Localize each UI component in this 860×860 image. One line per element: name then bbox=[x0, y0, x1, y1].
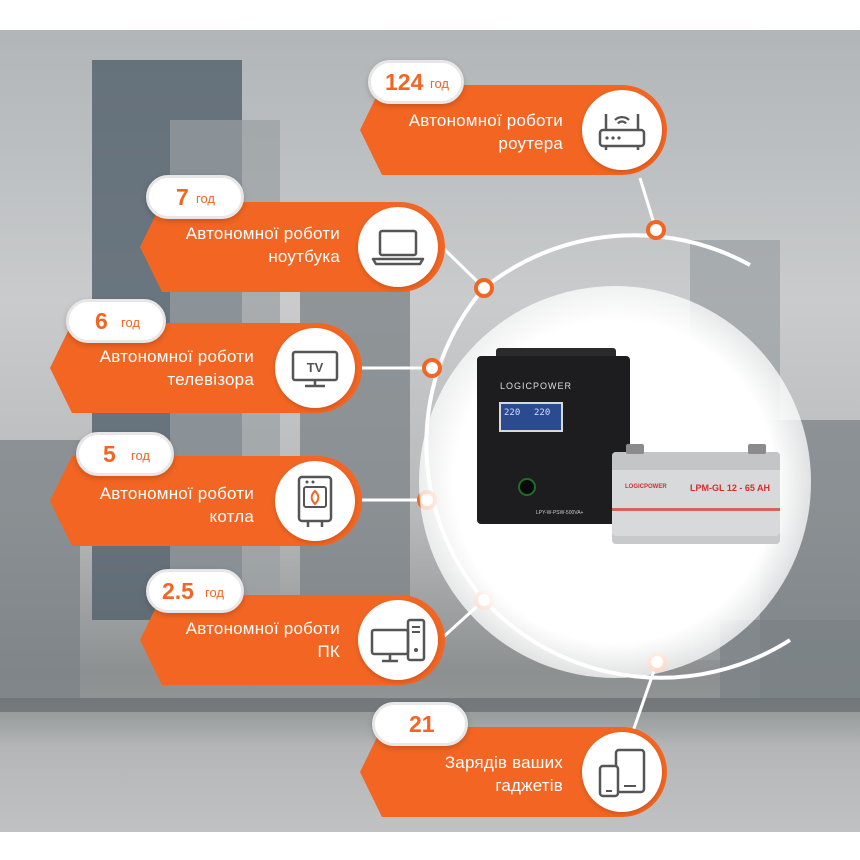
tv-icon-label: TV bbox=[307, 360, 324, 375]
ups-display-left: 220 bbox=[504, 408, 521, 418]
banner-text: Автономної роботи ноутбука bbox=[186, 222, 340, 268]
banner-line2: гаджетів bbox=[495, 776, 563, 795]
connector-dot bbox=[422, 358, 442, 378]
background-building bbox=[720, 620, 860, 700]
tv-banner: Автономної роботи телевізора TV bbox=[50, 323, 362, 413]
battery-lid bbox=[612, 452, 780, 470]
banner-line1: Автономної роботи bbox=[99, 484, 254, 503]
gadgets-banner: Зарядів ваших гаджетів bbox=[360, 727, 668, 817]
banner-line1: Зарядів ваших bbox=[444, 753, 563, 772]
tv-icon: TV bbox=[275, 328, 355, 408]
gadgets-icon bbox=[582, 732, 662, 812]
laptop-icon bbox=[358, 207, 438, 287]
outer-arc bbox=[482, 233, 751, 290]
banner-line2: роутера bbox=[498, 134, 563, 153]
battery-brand: LOGICPOWER bbox=[625, 484, 667, 490]
count-value: 21 bbox=[409, 711, 435, 737]
banner-line1: Автономної роботи bbox=[408, 111, 563, 130]
banner-line2: ПК bbox=[317, 642, 340, 661]
boiler-hours-badge: 5 год bbox=[76, 432, 174, 476]
hours-value: 6 bbox=[95, 308, 108, 334]
banner-text: Автономної роботи ПК bbox=[186, 617, 340, 663]
banner-line2: телевізора bbox=[167, 370, 254, 389]
hours-unit: год bbox=[430, 76, 449, 91]
hours-unit: год bbox=[205, 585, 224, 600]
banner-line1: Автономної роботи bbox=[185, 619, 340, 638]
bottom-margin bbox=[0, 832, 860, 860]
banner-line2: котла bbox=[209, 507, 254, 526]
hours-value: 5 bbox=[103, 441, 116, 467]
connector-dot bbox=[646, 220, 666, 240]
banner-line1: Автономної роботи bbox=[99, 347, 254, 366]
hours-value: 2.5 bbox=[162, 578, 194, 604]
connector bbox=[438, 243, 486, 290]
banner-text: Автономної роботи роутера bbox=[409, 109, 563, 155]
banner-text: Автономної роботи котла bbox=[100, 482, 254, 528]
tv-hours-badge: 6 год bbox=[66, 299, 166, 343]
ups-power-button bbox=[518, 478, 536, 496]
ups-display-right: 220 bbox=[534, 408, 551, 418]
ups-display: 220 220 bbox=[499, 402, 563, 432]
battery-stripe bbox=[612, 508, 780, 511]
banner-line2: ноутбука bbox=[268, 247, 340, 266]
hours-unit: год bbox=[121, 315, 140, 330]
pc-banner: Автономної роботи ПК bbox=[140, 595, 445, 685]
banner-line1: Автономної роботи bbox=[185, 224, 340, 243]
connector-dot bbox=[474, 278, 494, 298]
hours-unit: год bbox=[196, 191, 215, 206]
battery-terminal bbox=[626, 444, 644, 454]
ups-model-label: LPY-W-PSW-500VA+ bbox=[536, 510, 584, 516]
hours-unit: год bbox=[131, 448, 150, 463]
ups-brand: LOGICPOWER bbox=[500, 381, 573, 391]
router-banner: Автономної роботи роутера bbox=[360, 85, 668, 175]
battery-model: LPM-GL 12 - 65 AH bbox=[690, 483, 771, 493]
laptop-hours-badge: 7 год bbox=[146, 175, 244, 219]
battery-terminal bbox=[748, 444, 766, 454]
hours-value: 124 bbox=[385, 69, 424, 95]
connector bbox=[628, 661, 659, 741]
banner-text: Автономної роботи телевізора bbox=[100, 345, 254, 391]
banner-text: Зарядів ваших гаджетів bbox=[445, 751, 563, 797]
gadgets-count-badge: 21 bbox=[372, 702, 468, 746]
laptop-banner: Автономної роботи ноутбука bbox=[140, 202, 445, 292]
top-margin bbox=[0, 0, 860, 30]
router-icon bbox=[582, 90, 662, 170]
boiler-icon bbox=[275, 461, 355, 541]
pc-hours-badge: 2.5 год bbox=[146, 569, 244, 613]
router-hours-badge: 124 год bbox=[368, 60, 464, 104]
hours-value: 7 bbox=[176, 184, 189, 210]
ups-inverter bbox=[477, 356, 630, 524]
boiler-banner: Автономної роботи котла bbox=[50, 456, 362, 546]
pc-icon bbox=[358, 600, 438, 680]
